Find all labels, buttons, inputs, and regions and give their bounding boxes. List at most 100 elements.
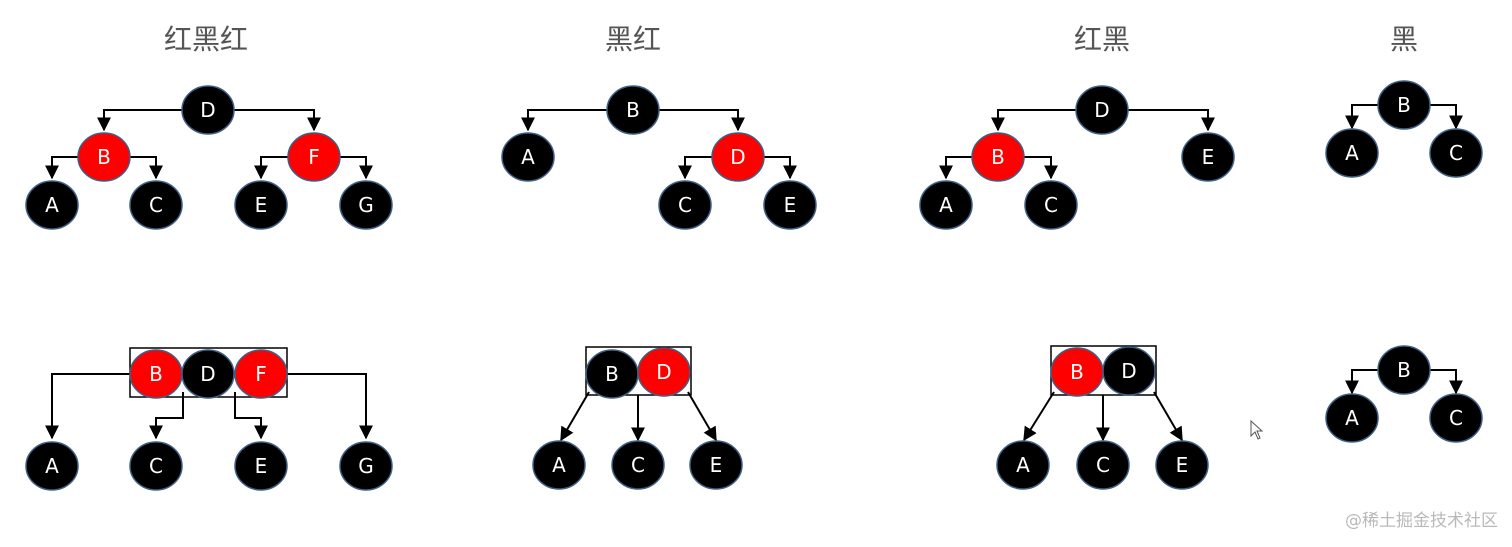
edge-b-a-3 xyxy=(939,156,972,180)
edge-bd-a xyxy=(560,391,590,442)
node-b-bottom-4: B xyxy=(1377,345,1431,395)
node-a-3: A xyxy=(919,180,973,230)
edge-b-c-4b xyxy=(1430,369,1463,395)
node-d: D xyxy=(181,85,235,135)
node-a-4-label: A xyxy=(1345,141,1359,165)
node-g-bottom-label: G xyxy=(358,454,374,478)
node-c-4-label: C xyxy=(1449,141,1463,165)
column-title-red-black-red: 红黑红 xyxy=(163,23,249,56)
node-b-4: B xyxy=(1377,80,1431,130)
node-b: B xyxy=(77,132,131,182)
node-c-bottom-4: C xyxy=(1429,393,1483,443)
node-c-bottom-label: C xyxy=(149,454,163,478)
node-e-bottom-label: E xyxy=(255,454,268,478)
edges-layer xyxy=(45,104,1463,442)
node-e-bottom-2-label: E xyxy=(710,453,723,477)
column-title-black: 黑 xyxy=(1389,23,1419,56)
node-b-bottom-4-label: B xyxy=(1397,358,1411,382)
node-b-2: B xyxy=(606,85,660,135)
node-c-bottom-3-label: C xyxy=(1096,453,1110,477)
node-d-3-label: D xyxy=(1094,98,1109,122)
node-f-merged-label: F xyxy=(255,362,267,386)
node-e-bottom-3-label: E xyxy=(1176,453,1189,477)
node-a-bottom-4-label: A xyxy=(1345,406,1359,430)
node-a-2: A xyxy=(501,132,555,182)
node-a-bottom-label: A xyxy=(45,454,59,478)
node-a-bottom-2-label: A xyxy=(552,453,566,477)
edge-b-a-4 xyxy=(1345,104,1378,130)
edge-bd-a-3 xyxy=(1023,391,1055,442)
node-g-bottom: G xyxy=(339,441,393,491)
node-c-bottom-3: C xyxy=(1076,440,1130,490)
edge-d-e-3 xyxy=(1128,109,1215,132)
edge-f-g xyxy=(338,156,373,180)
edge-bdf-e xyxy=(234,392,268,440)
node-a-3-label: A xyxy=(939,193,953,217)
node-c-2: C xyxy=(658,180,712,230)
node-a-bottom-2: A xyxy=(532,440,586,490)
node-e: E xyxy=(234,180,288,230)
node-c: C xyxy=(129,180,183,230)
edge-bdf-c xyxy=(149,392,184,440)
node-c-2-label: C xyxy=(678,193,692,217)
edge-bd-e-3 xyxy=(1153,391,1183,442)
node-g-label: G xyxy=(358,193,374,217)
column-title-black-red: 黑红 xyxy=(604,23,662,56)
node-a-bottom-4: A xyxy=(1325,393,1379,443)
edge-b-a xyxy=(45,156,80,180)
column-title-red-black: 红黑 xyxy=(1073,23,1131,56)
node-c-bottom-2-label: C xyxy=(631,453,645,477)
node-e-3: E xyxy=(1181,132,1235,182)
node-b-3: B xyxy=(971,132,1025,182)
node-e-bottom-2: E xyxy=(689,440,743,490)
node-d-merged-label: D xyxy=(200,362,215,386)
edge-bdf-g xyxy=(287,373,373,440)
node-d-merged: D xyxy=(181,349,235,399)
node-d-label: D xyxy=(200,98,215,122)
edge-b-a-2 xyxy=(521,109,607,132)
node-a: A xyxy=(25,180,79,230)
node-c-bottom: C xyxy=(129,441,183,491)
node-d-2-label: D xyxy=(730,145,745,169)
node-b-3-label: B xyxy=(991,145,1005,169)
node-d-2: D xyxy=(711,132,765,182)
node-b-merged-2: B xyxy=(585,349,639,399)
edge-d-e-2 xyxy=(764,156,797,180)
node-c-4: C xyxy=(1429,128,1483,178)
edge-b-c-4 xyxy=(1430,104,1463,130)
edge-bd-e xyxy=(687,391,717,442)
edge-b-a-4b xyxy=(1345,369,1378,395)
edge-d-b-3 xyxy=(991,109,1076,132)
node-e-bottom-3: E xyxy=(1155,440,1209,490)
edge-d-b xyxy=(97,109,182,132)
node-c-3-label: C xyxy=(1044,193,1058,217)
mouse-cursor-icon xyxy=(1250,420,1264,440)
node-g: G xyxy=(339,180,393,230)
node-e-2: E xyxy=(763,180,817,230)
node-f-merged: F xyxy=(234,349,288,399)
node-a-bottom-3-label: A xyxy=(1016,453,1030,477)
node-a-bottom-3: A xyxy=(996,440,1050,490)
node-d-merged-2-label: D xyxy=(656,360,671,384)
node-d-3: D xyxy=(1075,85,1129,135)
node-b-2-label: B xyxy=(626,98,640,122)
node-f: F xyxy=(287,132,341,182)
edge-b-d-2 xyxy=(659,109,745,132)
node-e-2-label: E xyxy=(784,193,797,217)
node-e-label: E xyxy=(255,193,268,217)
edge-b-c-3 xyxy=(1024,156,1058,180)
node-c-3: C xyxy=(1024,180,1078,230)
edge-f-e xyxy=(254,156,290,180)
node-f-label: F xyxy=(308,145,320,169)
node-b-merged-label: B xyxy=(149,362,163,386)
node-a-label: A xyxy=(45,193,59,217)
edge-d-c-2 xyxy=(678,156,712,180)
edge-bdf-a xyxy=(45,373,130,440)
node-b-4-label: B xyxy=(1397,93,1411,117)
node-d-merged-3-label: D xyxy=(1121,359,1136,383)
edge-d-f xyxy=(234,109,321,132)
node-e-bottom: E xyxy=(234,441,288,491)
node-b-merged-2-label: B xyxy=(605,362,619,386)
node-c-bottom-2: C xyxy=(611,440,665,490)
